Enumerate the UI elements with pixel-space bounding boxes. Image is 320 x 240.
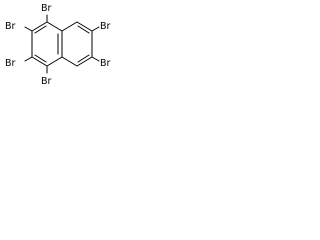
bond-c5-c4a (61, 56, 78, 67)
bond-c8-c7-inner (77, 25, 90, 34)
atom-br-4: Br (41, 76, 52, 87)
bond-c4-c4a (46, 56, 63, 67)
bond-c6-c5-inner (77, 54, 90, 63)
bond-c3-c4-inner (34, 54, 47, 63)
hexabromonaphthalene-structure: Br Br Br Br Br Br (5, 3, 111, 87)
bond-c1-c2-inner (34, 25, 47, 34)
atom-br-1: Br (41, 3, 52, 14)
bond-c8-c7 (76, 21, 93, 32)
bond-c2-br (24, 26, 33, 32)
bond-c1-c2 (31, 21, 48, 32)
atom-br-7: Br (100, 21, 111, 32)
atom-br-2: Br (5, 21, 16, 32)
bond-c6-br (91, 56, 100, 62)
bond-c8a-c8 (61, 21, 78, 32)
atom-br-6: Br (100, 58, 111, 69)
bond-c6-c5 (76, 56, 93, 67)
bond-c3-c4 (31, 56, 48, 67)
bond-c7-br (91, 26, 100, 32)
atom-br-3: Br (5, 58, 16, 69)
bond-c8a-c1 (46, 21, 63, 32)
bond-c3-br (24, 56, 33, 62)
